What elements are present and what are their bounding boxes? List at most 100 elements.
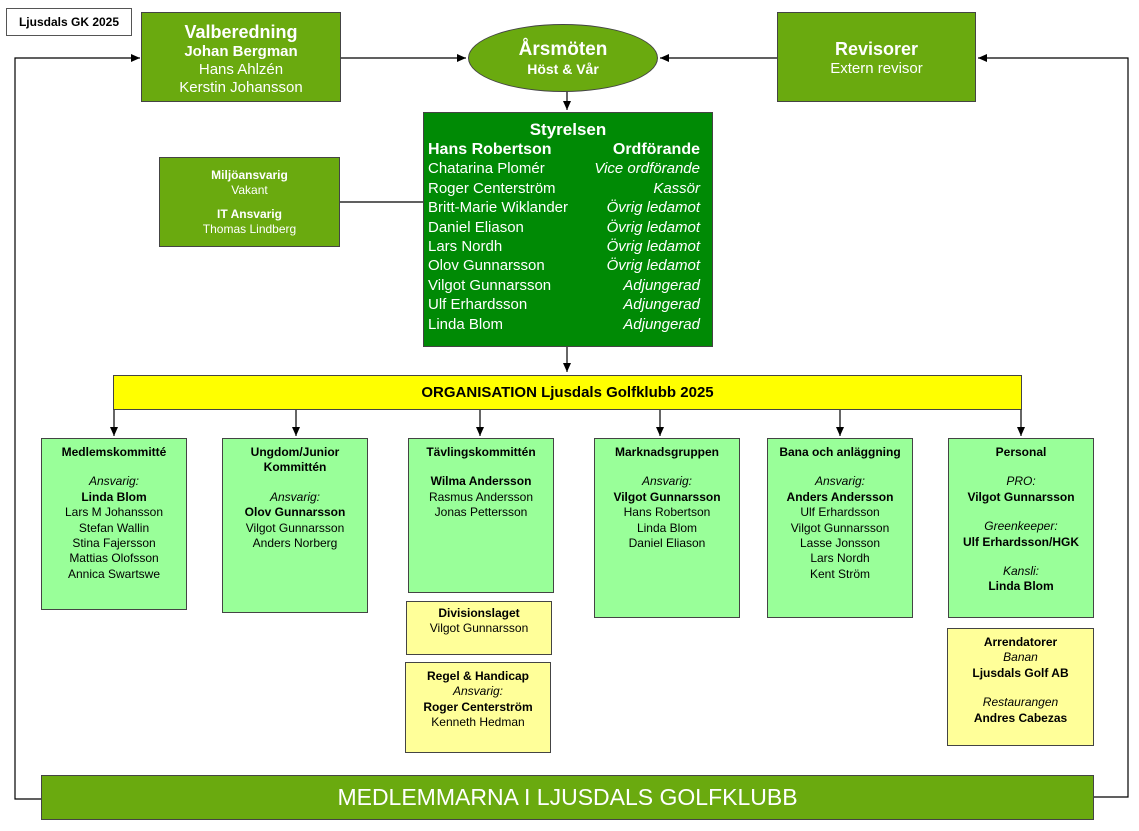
regel-lead: Roger Centerström — [423, 699, 533, 714]
marknad-title: Marknadsgruppen — [614, 445, 719, 459]
board-member-role: Övrig ledamot — [606, 218, 700, 236]
divisionslaget-title: Divisionslaget — [438, 606, 520, 620]
arsmoten-subtitle: Höst & Vår — [527, 61, 599, 77]
regel-box: Regel & Handicap Ansvarig: Roger Centers… — [405, 662, 551, 753]
personal-greenkeeper: Ulf Erhardsson/HGK — [962, 534, 1079, 549]
board-member-role: Adjungerad — [623, 315, 700, 333]
personal-box: Personal PRO: Vilgot Gunnarsson Greenkee… — [948, 438, 1094, 618]
tavling-lead: Wilma Andersson — [430, 474, 532, 489]
board-chair-name: Hans Robertson — [428, 141, 552, 158]
personal-greenkeeper-label: Greenkeeper: — [984, 519, 1058, 534]
tavling-title: Tävlingskommittén — [426, 445, 536, 459]
valberedning-title: Valberedning — [184, 22, 298, 42]
board-member-name: Vilgot Gunnarsson — [428, 276, 552, 294]
corner-label-text: Ljusdals GK 2025 — [18, 15, 120, 29]
regel-title: Regel & Handicap — [426, 669, 530, 683]
ungdom-member: Anders Norberg — [252, 536, 338, 551]
board-chair-role: Ordförande — [612, 141, 700, 158]
bana-box: Bana och anläggning Ansvarig: Anders And… — [767, 438, 913, 618]
board-member-role: Vice ordförande — [594, 160, 700, 178]
bana-ansvarig-label: Ansvarig: — [814, 474, 866, 489]
ungdom-member: Vilgot Gunnarsson — [245, 520, 345, 535]
board-member-row: Vilgot Gunnarsson Adjungerad — [424, 276, 712, 295]
ungdom-lead: Olov Gunnarsson — [244, 505, 346, 520]
regel-ansvarig-label: Ansvarig: — [452, 684, 504, 699]
board-chair-row: Hans Robertson Ordförande — [424, 140, 712, 159]
board-member-name: Roger Centerström — [428, 179, 556, 197]
board-member-row: Ulf Erhardsson Adjungerad — [424, 295, 712, 314]
board-member-row: Britt-Marie Wiklander Övrig ledamot — [424, 198, 712, 217]
marknad-ansvarig-label: Ansvarig: — [641, 474, 693, 489]
board-member-name: Ulf Erhardsson — [428, 296, 528, 314]
tavling-box: Tävlingskommittén Wilma Andersson Rasmus… — [408, 438, 554, 593]
board-member-name: Chatarina Plomér — [428, 160, 545, 178]
personal-kansli-label: Kansli: — [1002, 564, 1040, 579]
board-member-row: Lars Nordh Övrig ledamot — [424, 237, 712, 256]
marknad-lead: Vilgot Gunnarsson — [613, 489, 721, 504]
bana-lead: Anders Andersson — [786, 489, 894, 504]
members-banner: MEDLEMMARNA I LJUSDALS GOLFKLUBB — [41, 775, 1094, 820]
revisorer-subtitle: Extern revisor — [830, 60, 923, 77]
board-member-role: Kassör — [653, 179, 700, 197]
board-member-role: Övrig ledamot — [606, 199, 700, 217]
arsmoten-title: Årsmöten — [518, 39, 608, 60]
divisionslaget-box: Divisionslaget Vilgot Gunnarsson — [406, 601, 552, 655]
regel-member: Kenneth Hedman — [431, 715, 525, 730]
miljo-it-box: Miljöansvarig Vakant IT Ansvarig Thomas … — [159, 157, 340, 247]
it-title: IT Ansvarig — [217, 207, 282, 221]
board-member-row: Olov Gunnarsson Övrig ledamot — [424, 256, 712, 275]
ungdom-box: Ungdom/Junior Kommittén Ansvarig: Olov G… — [222, 438, 368, 613]
arrendatorer-restaurang: Andres Cabezas — [973, 710, 1068, 725]
arrendatorer-banan: Ljusdals Golf AB — [972, 665, 1069, 680]
styrelsen-title: Styrelsen — [529, 120, 607, 139]
board-member-name: Britt-Marie Wiklander — [428, 199, 569, 217]
board-member-role: Adjungerad — [623, 276, 700, 294]
arrow-members-revisorer — [978, 54, 1129, 798]
valberedning-box: Valberedning Johan Bergman Hans Ahlzén K… — [141, 12, 341, 102]
board-member-role: Övrig ledamot — [606, 238, 700, 256]
arrow-members-valberedning — [14, 54, 140, 800]
board-member-row: Linda Blom Adjungerad — [424, 315, 712, 334]
marknad-member: Hans Robertson — [623, 505, 711, 520]
board-member-row: Chatarina Plomér Vice ordförande — [424, 159, 712, 178]
medlem-member: Lars M Johansson — [64, 505, 164, 520]
medlem-member: Stefan Wallin — [78, 520, 150, 535]
it-value: Thomas Lindberg — [202, 222, 297, 236]
valberedning-member: Hans Ahlzén — [198, 61, 284, 78]
personal-kansli: Linda Blom — [988, 579, 1054, 594]
bana-member: Vilgot Gunnarsson — [790, 520, 890, 535]
board-member-row: Daniel Eliason Övrig ledamot — [424, 218, 712, 237]
bana-member: Lasse Jonsson — [799, 536, 881, 551]
revisorer-box: Revisorer Extern revisor — [777, 12, 976, 102]
corner-label: Ljusdals GK 2025 — [6, 8, 132, 36]
personal-pro-label: PRO: — [1006, 474, 1036, 489]
bana-title: Bana och anläggning — [779, 445, 901, 459]
medlem-title: Medlemskommitté — [61, 445, 167, 459]
marknad-member: Daniel Eliason — [628, 536, 706, 551]
board-member-row: Roger Centerström Kassör — [424, 179, 712, 198]
miljo-title: Miljöansvarig — [211, 168, 288, 182]
ungdom-title: Ungdom/Junior Kommittén — [250, 445, 340, 475]
ungdom-ansvarig-label: Ansvarig: — [269, 489, 321, 504]
medlem-ansvarig-label: Ansvarig: — [88, 474, 140, 489]
medlem-member: Stina Fajersson — [72, 536, 156, 551]
divisionslaget-member: Vilgot Gunnarsson — [429, 621, 529, 636]
board-member-name: Linda Blom — [428, 315, 504, 333]
board-member-role: Övrig ledamot — [606, 257, 700, 275]
board-member-name: Lars Nordh — [428, 238, 503, 256]
arrendatorer-box: Arrendatorer Banan Ljusdals Golf AB Rest… — [947, 628, 1094, 746]
styrelsen-box: Styrelsen Hans Robertson Ordförande Chat… — [423, 112, 713, 347]
board-member-name: Daniel Eliason — [428, 218, 524, 236]
bana-member: Lars Nordh — [810, 551, 870, 566]
tavling-member: Rasmus Andersson — [428, 489, 534, 504]
bana-member: Ulf Erhardsson — [800, 505, 880, 520]
organisation-title: ORGANISATION Ljusdals Golfklubb 2025 — [421, 384, 714, 401]
personal-title: Personal — [995, 445, 1047, 459]
organisation-banner: ORGANISATION Ljusdals Golfklubb 2025 — [113, 375, 1022, 410]
medlemskommitte-box: Medlemskommitté Ansvarig: Linda Blom Lar… — [41, 438, 187, 610]
arrendatorer-banan-label: Banan — [1003, 650, 1038, 665]
marknad-box: Marknadsgruppen Ansvarig: Vilgot Gunnars… — [594, 438, 740, 618]
miljo-value: Vakant — [231, 183, 268, 197]
medlem-member: Mattias Olofsson — [69, 551, 159, 566]
